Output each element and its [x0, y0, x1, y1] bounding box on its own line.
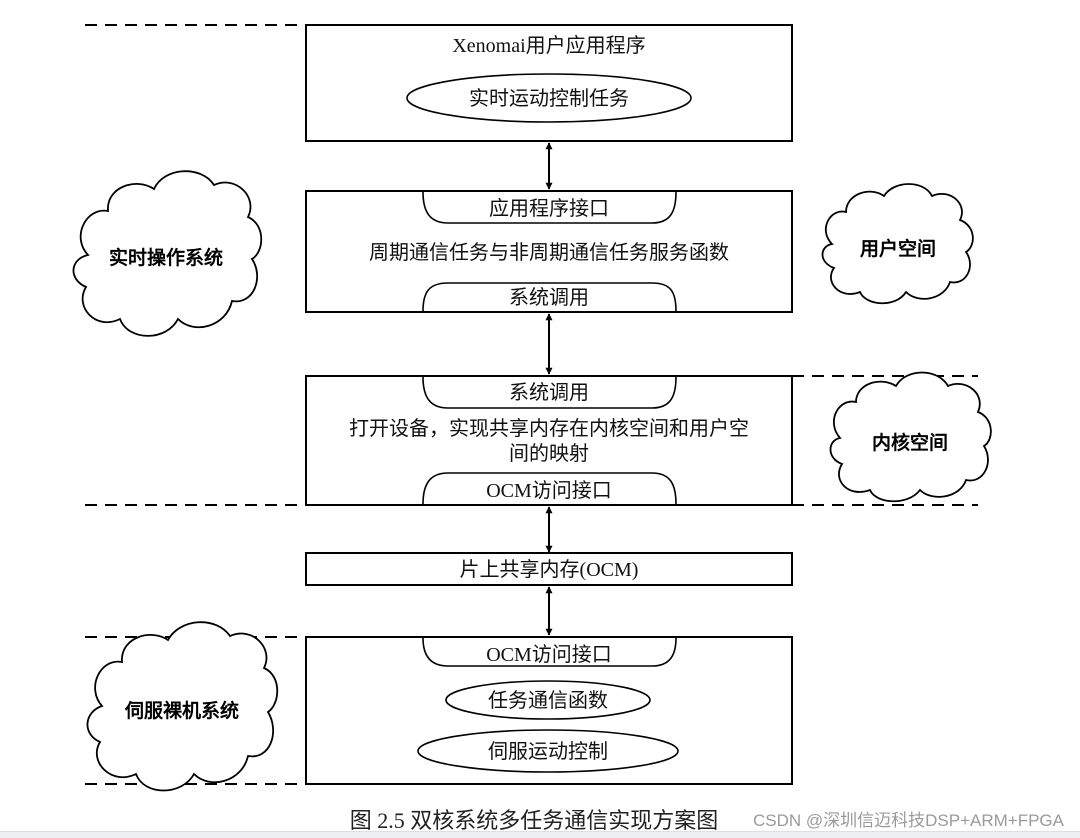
- ocm-access-tab-label: OCM访问接口: [486, 479, 612, 502]
- cloud-rtos-label: 实时操作系统: [109, 246, 223, 269]
- kernel-syscall-tab-shape: [422, 376, 677, 409]
- ocm-box: 片上共享内存(OCM): [305, 552, 793, 586]
- api-tab-shape: [422, 191, 677, 224]
- cloud-kernel-space-label: 内核空间: [872, 431, 948, 454]
- service-functions-label: 周期通信任务与非周期通信任务服务函数: [369, 241, 729, 264]
- xenomai-app-box: Xenomai用户应用程序 实时运动控制任务: [305, 24, 793, 142]
- figure-caption: 图 2.5 双核系统多任务通信实现方案图: [350, 808, 719, 833]
- page-bottom-bar: [0, 831, 1080, 838]
- api-box: 应用程序接口 周期通信任务与非周期通信任务服务函数 系统调用: [305, 190, 793, 313]
- baremetal-box: OCM访问接口 任务通信函数 伺服运动控制: [305, 636, 793, 785]
- baremetal-ocm-tab-shape: [422, 637, 677, 667]
- realtime-task-ellipse: [406, 73, 692, 123]
- realtime-task-label: 实时运动控制任务: [469, 87, 629, 110]
- csdn-watermark: CSDN @深圳信迈科技DSP+ARM+FPGA: [753, 811, 1065, 830]
- xenomai-app-title: Xenomai用户应用程序: [452, 34, 645, 57]
- syscall-tab-label: 系统调用: [509, 286, 589, 309]
- kernel-desc-line1: 打开设备，实现共享内存在内核空间和用户空: [349, 417, 749, 440]
- kernel-desc-line2: 间的映射: [509, 442, 589, 465]
- task-comm-label: 任务通信函数: [488, 689, 608, 712]
- cloud-kernel-space: 内核空间: [829, 371, 992, 503]
- servo-control-ellipse: [417, 729, 679, 773]
- api-tab-label: 应用程序接口: [489, 197, 609, 220]
- cloud-user-space-label: 用户空间: [860, 237, 936, 260]
- ocm-label: 片上共享内存(OCM): [460, 558, 639, 581]
- servo-control-label: 伺服运动控制: [488, 740, 608, 763]
- baremetal-ocm-tab-label: OCM访问接口: [486, 643, 612, 666]
- ocm-access-tab-shape: [422, 472, 677, 505]
- kernel-driver-box: 系统调用 打开设备，实现共享内存在内核空间和用户空 间的映射 OCM访问接口: [305, 375, 793, 506]
- cloud-servo-baremetal-label: 伺服裸机系统: [124, 699, 239, 722]
- kernel-syscall-tab-label: 系统调用: [509, 381, 589, 404]
- cloud-user-space: 用户空间: [821, 183, 974, 305]
- cloud-servo-baremetal: 伺服裸机系统: [86, 621, 279, 792]
- syscall-tab-shape: [422, 282, 677, 312]
- task-comm-ellipse: [445, 680, 651, 720]
- cloud-rtos: 实时操作系统: [72, 170, 263, 337]
